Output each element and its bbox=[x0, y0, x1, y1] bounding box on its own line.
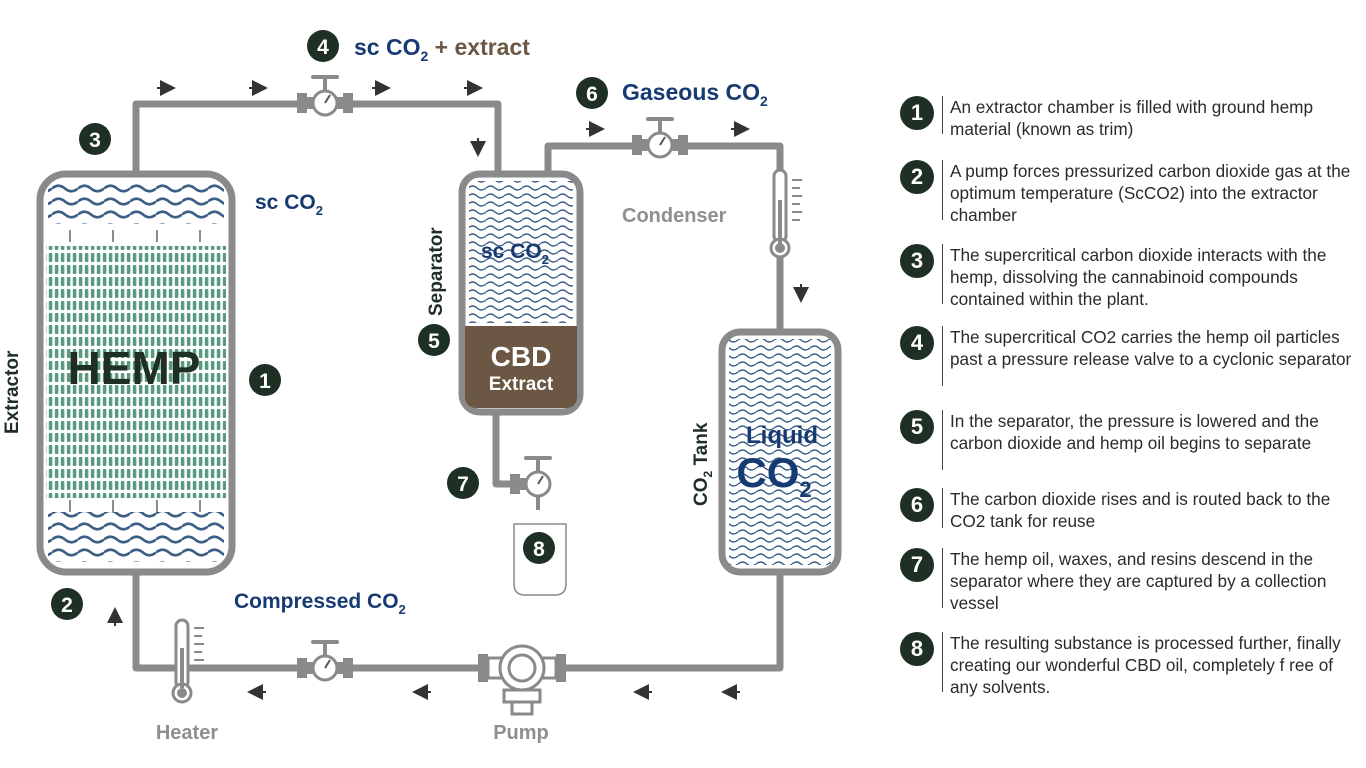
step-text: The hemp oil, waxes, and resins descend … bbox=[950, 549, 1327, 613]
step-text: A pump forces pressurized carbon dioxide… bbox=[950, 161, 1351, 225]
extract-label: Extract bbox=[489, 374, 554, 395]
pipe-bottom bbox=[132, 570, 784, 672]
step-6: 6 The carbon dioxide rises and is routed… bbox=[900, 488, 1358, 532]
step-badge: 3 bbox=[900, 244, 934, 278]
badge-2: 2 bbox=[51, 588, 83, 620]
valve-top bbox=[297, 75, 353, 117]
extraction-diagram: HEMP CBD Extract Liquid CO2 bbox=[2, 30, 842, 744]
heater-label: Heater bbox=[156, 722, 218, 744]
step-text: The supercritical CO2 carries the hemp o… bbox=[950, 327, 1352, 369]
step-badge: 5 bbox=[900, 410, 934, 444]
step-badge: 6 bbox=[900, 488, 934, 522]
gaseous-co2-label: Gaseous CO2 bbox=[622, 79, 768, 109]
badge-6: 6 bbox=[576, 77, 608, 109]
liquid-co-label: CO bbox=[736, 449, 799, 496]
badge-1: 1 bbox=[249, 364, 281, 396]
step-badge: 7 bbox=[900, 548, 934, 582]
sc-co2-extractor-label: sc CO2 bbox=[255, 191, 323, 218]
separator-vessel: CBD Extract bbox=[458, 170, 584, 416]
separator-label: Separator bbox=[426, 227, 447, 316]
step-text: The resulting substance is processed fur… bbox=[950, 633, 1341, 697]
heater-thermometer bbox=[171, 618, 204, 704]
step-1: 1 An extractor chamber is filled with gr… bbox=[900, 96, 1358, 140]
svg-text:5: 5 bbox=[428, 330, 440, 353]
step-text: The carbon dioxide rises and is routed b… bbox=[950, 489, 1331, 531]
co2-tank-label: CO2 Tank bbox=[691, 422, 715, 506]
step-7: 7 The hemp oil, waxes, and resins descen… bbox=[900, 548, 1358, 614]
flow-arrows bbox=[107, 80, 809, 700]
step-badge: 2 bbox=[900, 160, 934, 194]
svg-text:6: 6 bbox=[586, 83, 598, 106]
badge-3: 3 bbox=[79, 123, 111, 155]
svg-text:CO2: CO2 bbox=[736, 449, 811, 502]
svg-text:2: 2 bbox=[61, 594, 73, 617]
compressed-co2-label: Compressed CO2 bbox=[234, 590, 406, 617]
step-4: 4 The supercritical CO2 carries the hemp… bbox=[900, 326, 1358, 386]
step-text: The supercritical carbon dioxide interac… bbox=[950, 245, 1327, 309]
badge-4: 4 bbox=[307, 30, 339, 62]
liquid-label: Liquid bbox=[746, 422, 818, 449]
pipe-top bbox=[132, 100, 502, 175]
pump-label: Pump bbox=[493, 722, 549, 744]
step-badge: 4 bbox=[900, 326, 934, 360]
condenser-thermometer bbox=[769, 168, 802, 259]
svg-text:8: 8 bbox=[533, 538, 545, 561]
badge-5: 5 bbox=[418, 324, 450, 356]
pump bbox=[478, 644, 566, 716]
step-text: In the separator, the pressure is lowere… bbox=[950, 411, 1319, 453]
sc-co2-separator-label: sc CO2 bbox=[481, 240, 549, 267]
svg-text:1: 1 bbox=[259, 370, 271, 393]
step-text: An extractor chamber is filled with grou… bbox=[950, 97, 1314, 139]
step-2: 2 A pump forces pressurized carbon dioxi… bbox=[900, 160, 1358, 226]
step-8: 8 The resulting substance is processed f… bbox=[900, 632, 1358, 698]
valve-bottom bbox=[297, 640, 353, 682]
svg-text:3: 3 bbox=[89, 129, 101, 152]
step-badge: 1 bbox=[900, 96, 934, 130]
sc-co2-extract-label: sc CO2 + extract bbox=[354, 34, 530, 64]
up-arrows bbox=[69, 500, 201, 512]
valve-gaseous bbox=[632, 117, 688, 159]
badge-7: 7 bbox=[447, 467, 479, 499]
extractor-label: Extractor bbox=[2, 350, 23, 434]
co2-tank: Liquid CO2 bbox=[718, 328, 842, 576]
hemp-label: HEMP bbox=[68, 342, 201, 394]
condenser-label: Condenser bbox=[622, 205, 727, 227]
cbd-label: CBD bbox=[491, 341, 552, 372]
badge-8: 8 bbox=[523, 532, 555, 564]
svg-text:4: 4 bbox=[317, 36, 329, 59]
pipe-drain bbox=[492, 410, 520, 488]
svg-text:7: 7 bbox=[457, 473, 469, 496]
valve-drain bbox=[510, 456, 552, 510]
step-3: 3 The supercritical carbon dioxide inter… bbox=[900, 244, 1358, 310]
down-arrows bbox=[69, 230, 201, 242]
step-badge: 8 bbox=[900, 632, 934, 666]
step-5: 5 In the separator, the pressure is lowe… bbox=[900, 410, 1358, 470]
extractor-vessel: HEMP bbox=[36, 170, 236, 576]
